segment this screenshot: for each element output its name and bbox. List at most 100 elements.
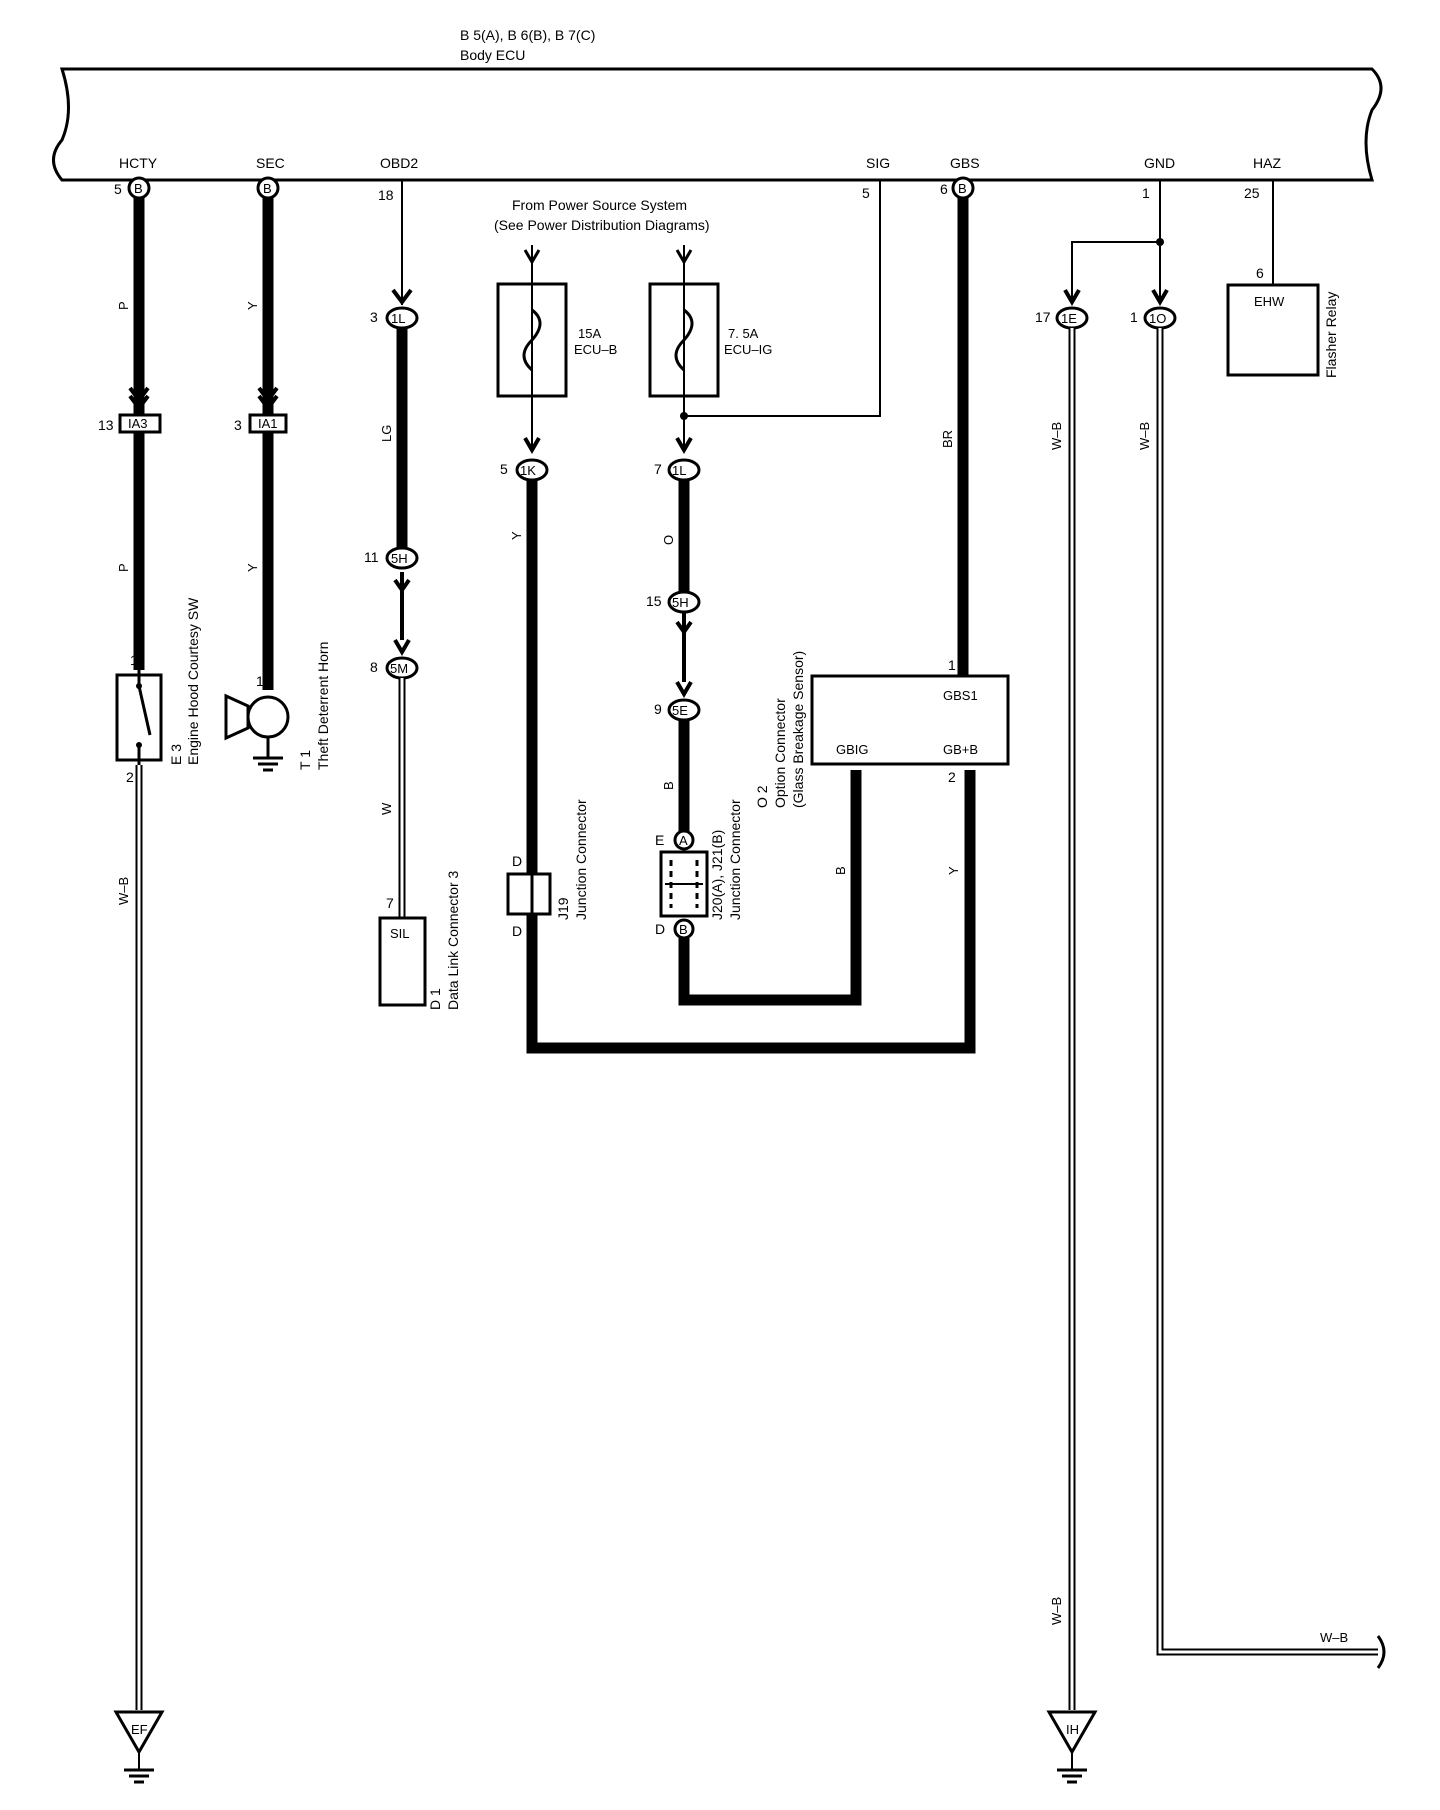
- terminal-sig: SIG: [866, 155, 890, 171]
- j19-left: [506, 872, 534, 916]
- conn-5m-obd2-label: 5M: [390, 661, 408, 676]
- o2-connector: [810, 674, 1010, 766]
- ecu-pin-haz: 25: [1244, 185, 1260, 201]
- j20-id: J20(A), J21(B): [709, 830, 725, 920]
- pin-1k: 5: [500, 461, 508, 477]
- ecu-pin-sig: 5: [862, 185, 870, 201]
- junction-ia1-label: IA1: [258, 416, 278, 431]
- j20-name: Junction Connector: [727, 799, 743, 920]
- pin-1l-ecuig: 7: [654, 461, 662, 477]
- arrow-1e: [1063, 288, 1081, 306]
- wire-color-1o-right: W–B: [1320, 1630, 1348, 1645]
- terminal-sec: SEC: [256, 155, 285, 171]
- arrow-sec-2: [257, 394, 279, 412]
- pin-5m-obd2: 8: [370, 659, 378, 675]
- arrow-hcty-1: [128, 386, 150, 404]
- arrow-obd2: [391, 288, 413, 306]
- arrow-5m-down: [393, 638, 411, 656]
- wire-1o-wb-inner: [1158, 328, 1378, 1654]
- wire-gnd-to-1e: [1071, 241, 1160, 300]
- conn-1e-label: 1E: [1061, 311, 1077, 326]
- conn-1k-label: 1K: [520, 463, 536, 478]
- junction-ia3: [118, 413, 162, 434]
- arrow-sec-1: [257, 386, 279, 404]
- fuse-ecub-rating: 15A: [578, 326, 601, 341]
- e3-name: Engine Hood Courtesy SW: [185, 597, 201, 765]
- o2-pin-1: 1: [948, 657, 956, 673]
- ground-ih-label: IH: [1066, 1722, 1079, 1737]
- e3-id: E 3: [168, 744, 184, 765]
- arrow-ecuig-out: [675, 436, 693, 454]
- ecu-connectors-label: B 5(A), B 6(B), B 7(C): [460, 27, 595, 43]
- fuse-ecub-element: [522, 308, 542, 372]
- j20-conn-a-label: A: [679, 833, 688, 848]
- o2-pin-2: 2: [948, 769, 956, 785]
- j19-right: [530, 872, 552, 916]
- e3-pin-2: 2: [126, 769, 134, 785]
- j19-pin-d-bottom: D: [512, 923, 522, 939]
- arrow-ecub-out: [523, 436, 541, 454]
- e3-pivot: [136, 683, 142, 689]
- j20-conn-b-label: B: [679, 922, 688, 937]
- fuse-ecub-name: ECU–B: [574, 342, 617, 357]
- j20-pin-d: D: [655, 921, 665, 937]
- t1-name: Theft Deterrent Horn: [315, 642, 331, 770]
- wire-color-1e-upper: W–B: [1049, 422, 1064, 450]
- arrow-hcty-2: [128, 394, 150, 412]
- arrow-ecuig-in: [675, 249, 693, 265]
- o2-id: O 2: [754, 785, 770, 808]
- e3-contact: [137, 685, 152, 736]
- arrow-ecub-in: [523, 249, 541, 265]
- flasher-relay: [1226, 283, 1320, 377]
- o2-terminal-gbig: GBIG: [836, 742, 869, 757]
- fuse-ecuig-element: [674, 308, 694, 372]
- ecu-conn-sec-letter: B: [263, 181, 272, 196]
- d1-connector: [378, 916, 427, 1007]
- o2-terminal-gbs1: GBS1: [943, 688, 978, 703]
- pin-1o: 1: [1130, 309, 1138, 325]
- terminal-gnd: GND: [1144, 155, 1175, 171]
- wire-color-hcty-wb: W–B: [116, 877, 131, 905]
- wire-sig: [684, 180, 881, 417]
- wire-color-obd2-lg: LG: [379, 425, 394, 442]
- pin-ia3: 13: [98, 417, 114, 433]
- d1-id: D 1: [427, 988, 443, 1010]
- terminal-haz: HAZ: [1253, 155, 1281, 171]
- pin-5h-ecuig: 15: [646, 593, 662, 609]
- flasher-terminal-ehw: EHW: [1254, 294, 1285, 309]
- body-ecu-outline: [52, 67, 1383, 182]
- conn-1o-label: 1O: [1149, 311, 1166, 326]
- junction-ia3-label: IA3: [128, 416, 148, 431]
- wire-1o-wb-outer: [1156, 328, 1378, 1656]
- conn-1l-obd2: [385, 306, 419, 330]
- conn-5h-obd2-label: 5H: [391, 551, 408, 566]
- pin-ia1: 3: [234, 417, 242, 433]
- ecu-pin-obd2: 18: [378, 187, 394, 203]
- j19-id: J19: [555, 897, 571, 920]
- flasher-name: Flasher Relay: [1323, 292, 1339, 378]
- conn-5e-label: 5E: [672, 703, 688, 718]
- terminal-hcty: HCTY: [119, 155, 158, 171]
- wire-color-1e-lower: W–B: [1049, 1597, 1064, 1625]
- j19-name: Junction Connector: [573, 799, 589, 920]
- e3-contact-point: [136, 742, 142, 748]
- ecu-name-label: Body ECU: [460, 47, 525, 63]
- o2-terminal-gbb: GB+B: [943, 742, 978, 757]
- j19-pin-d-top: D: [512, 853, 522, 869]
- arrow-1o: [1151, 288, 1169, 306]
- wire-color-ecuig-o: O: [661, 535, 676, 545]
- power-source-line1: From Power Source System: [512, 197, 687, 213]
- ecu-conn-gbs-letter: B: [958, 181, 967, 196]
- terminal-gbs: GBS: [950, 155, 980, 171]
- o2-name: Option Connector: [772, 698, 788, 808]
- fuse-ecuig-name: ECU–IG: [724, 342, 772, 357]
- d1-terminal-sil: SIL: [390, 926, 410, 941]
- ecu-conn-hcty: [127, 176, 151, 200]
- wire-color-sec-lower: Y: [245, 563, 260, 572]
- d1-pin-7: 7: [386, 895, 394, 911]
- fuse-ecuig-rating: 7. 5A: [728, 326, 759, 341]
- pin-5e: 9: [654, 701, 662, 717]
- t1-horn-body: [246, 695, 290, 739]
- wire-color-ecub-y: Y: [509, 531, 524, 540]
- ground-ef-triangle: [113, 1710, 165, 1756]
